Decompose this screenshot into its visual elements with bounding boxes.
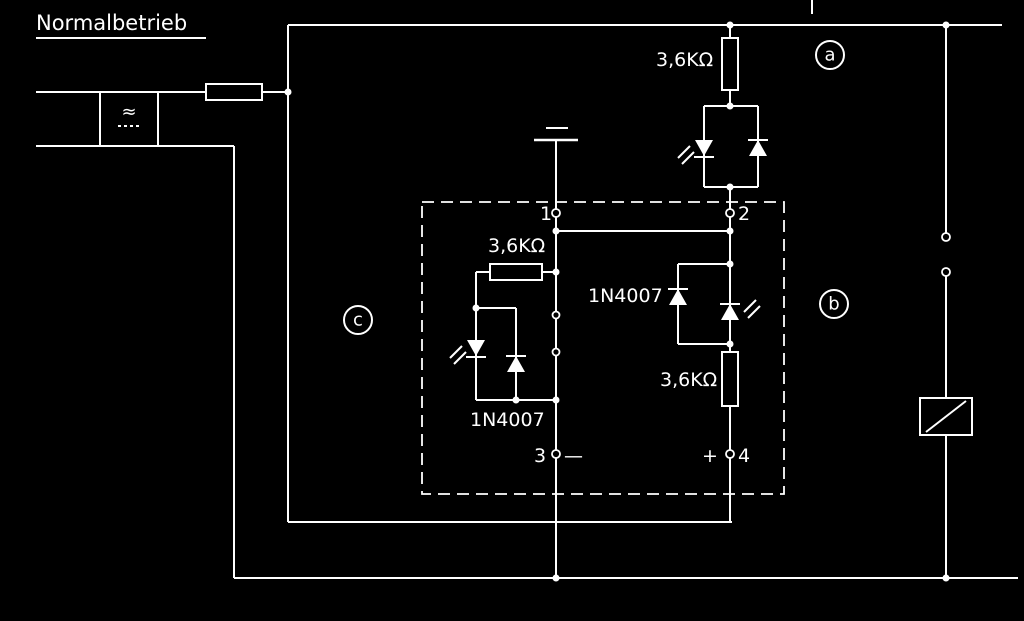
marker-b-label: b — [828, 294, 839, 315]
module-box — [421, 201, 785, 495]
junction — [552, 227, 560, 235]
contact-terminal — [941, 267, 951, 277]
contact-terminal — [941, 232, 951, 242]
terminal-4-label: 4 — [738, 445, 750, 467]
relay-coil-slash — [925, 400, 967, 433]
terminal-2 — [725, 208, 735, 218]
resistor-right-label: 3,6KΩ — [660, 369, 717, 391]
diode-right-label: 1N4007 — [588, 285, 663, 307]
terminal-2-label: 2 — [738, 203, 750, 225]
led-left-arrow — [453, 351, 467, 365]
resistor-left — [489, 263, 543, 281]
terminal-1-label: 1 — [540, 203, 552, 225]
filter-symbol: ≈ — [121, 102, 136, 123]
diode-top-icon — [749, 140, 767, 156]
led-left-arrow — [449, 345, 463, 359]
junction — [942, 574, 950, 582]
resistor-top — [721, 37, 739, 91]
marker-b-circle — [819, 289, 849, 319]
led-right-arrow — [743, 299, 757, 313]
title-text: Normalbetrieb — [36, 11, 187, 35]
marker-c-circle — [343, 305, 373, 335]
led-top-arrow — [681, 151, 695, 165]
diode-left-icon — [507, 356, 525, 372]
terminal-minus-label: — — [564, 445, 583, 467]
switch-contact — [551, 347, 561, 357]
resistor-top-label: 3,6KΩ — [656, 49, 713, 71]
terminal-plus-label: + — [702, 445, 718, 467]
junction — [726, 340, 734, 348]
diode-right-icon — [669, 289, 687, 305]
terminal-3-label: 3 — [534, 445, 546, 467]
junction — [552, 574, 560, 582]
switch-contact — [551, 310, 561, 320]
junction — [552, 268, 560, 276]
junction — [552, 396, 560, 404]
led-left-icon — [467, 340, 485, 356]
led-top-icon — [695, 140, 713, 156]
terminal-4 — [725, 449, 735, 459]
resistor-left-label: 3,6KΩ — [488, 235, 545, 257]
marker-a-label: a — [824, 45, 835, 66]
filter-box — [99, 91, 159, 147]
junction — [726, 227, 734, 235]
junction — [284, 88, 292, 96]
diode-left-label: 1N4007 — [470, 409, 545, 431]
marker-c-label: c — [353, 310, 363, 331]
terminal-1 — [551, 208, 561, 218]
junction — [512, 396, 520, 404]
led-right-arrow — [747, 305, 761, 319]
led-top-arrow — [677, 145, 691, 159]
terminal-3 — [551, 449, 561, 459]
marker-a-circle — [815, 40, 845, 70]
resistor-right — [721, 351, 739, 407]
fuse — [205, 83, 263, 101]
led-right-icon — [721, 304, 739, 320]
